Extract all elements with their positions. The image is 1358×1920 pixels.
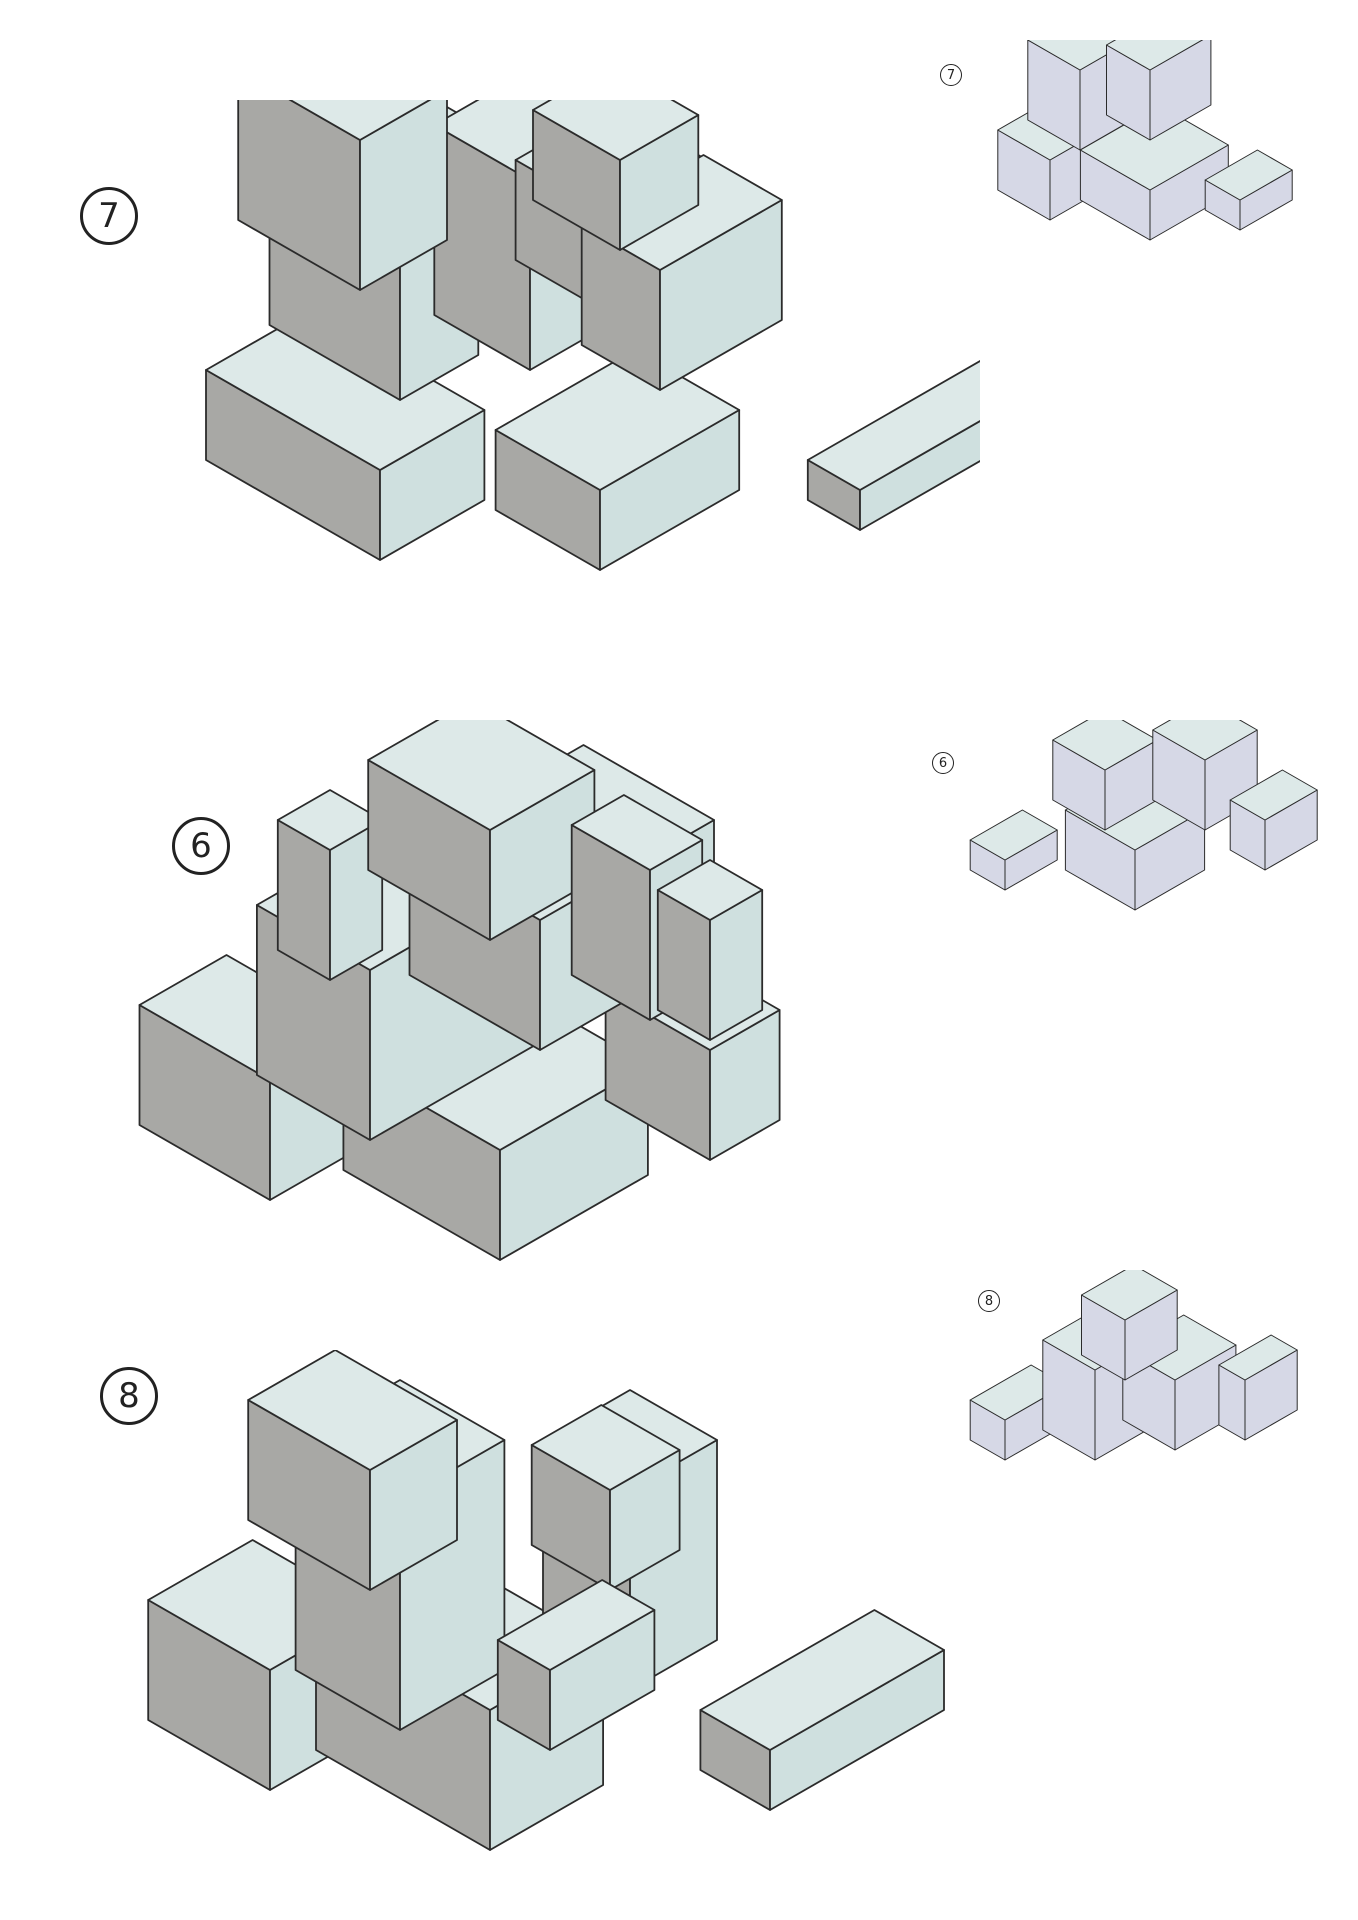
sketch-block-face xyxy=(359,100,448,291)
sketch-block-face xyxy=(288,100,432,141)
variant-label-6: 6 xyxy=(172,817,230,875)
sketch-block-face xyxy=(205,309,486,471)
sketch-block-face xyxy=(859,419,980,531)
sketch-block-face xyxy=(699,1609,945,1751)
thumb-label-6: 6 xyxy=(932,752,954,774)
building-sketch-6 xyxy=(138,720,781,1261)
sketch-block-face xyxy=(1149,40,1212,141)
sketch-block-face xyxy=(247,1350,458,1471)
sketch-block-face xyxy=(367,720,596,831)
sketch-block-face xyxy=(1204,149,1293,201)
sketch-block-face xyxy=(496,1579,656,1671)
sketch-block-face xyxy=(1106,40,1204,71)
building-sketch-7 xyxy=(205,100,980,571)
sketch-block-face xyxy=(494,349,741,491)
thumbnail-sketch-6 xyxy=(969,720,1318,911)
sketch-block-face xyxy=(1152,720,1258,761)
sketch-block-face xyxy=(969,809,1058,861)
sketch-block-face xyxy=(1218,1334,1298,1381)
variant-label-7: 7 xyxy=(80,187,138,245)
sketch-block-face xyxy=(806,359,980,491)
thumb-label-7: 7 xyxy=(940,64,962,86)
thumb-label-8: 8 xyxy=(978,1290,1000,1312)
variant-label-8: 8 xyxy=(100,1367,158,1425)
sketch-block-face xyxy=(530,1404,681,1491)
thumbnail-sketch-7 xyxy=(997,40,1293,241)
building-sketch-8 xyxy=(147,1350,945,1851)
sketch-block-face xyxy=(532,100,700,161)
sketch-block-face xyxy=(570,794,704,871)
sketch-block-face xyxy=(1081,1270,1178,1321)
thumbnail-sketch-8 xyxy=(969,1270,1298,1461)
sketch-block-face xyxy=(656,859,764,921)
sketch-block-face xyxy=(1229,769,1318,821)
